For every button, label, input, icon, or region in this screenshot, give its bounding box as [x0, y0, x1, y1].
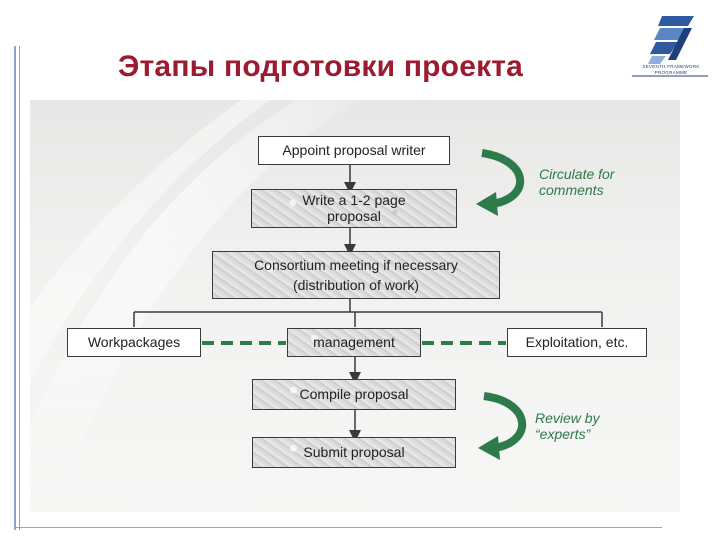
review-arrowhead-icon: [478, 436, 500, 460]
step-write-proposal: Write a 1-2 page proposal: [251, 189, 457, 228]
circulate-arrow-icon: [481, 149, 524, 208]
bottom-rule: [14, 527, 662, 528]
logo-line2: PROGRAMME: [654, 70, 688, 75]
left-rule-outer: [14, 46, 16, 530]
slide-title: Этапы подготовки проекта: [118, 50, 524, 83]
step-management: management: [287, 328, 421, 357]
step-exploitation: Exploitation, etc.: [507, 328, 647, 357]
step-consortium-meeting: Consortium meeting if necessary (distrib…: [212, 251, 500, 299]
background-swoosh: [30, 100, 358, 512]
logo-line1: SEVENTH FRAMEWORK: [642, 64, 700, 69]
circulate-arrowhead-icon: [476, 192, 498, 216]
step-workpackages: Workpackages: [67, 328, 201, 357]
step-appoint-writer: Appoint proposal writer: [258, 136, 450, 165]
flowchart-canvas: [30, 100, 603, 512]
flowchart-panel: Appoint proposal writer Write a 1-2 page…: [30, 100, 680, 512]
review-arrow-icon: [483, 392, 526, 452]
step-submit-proposal: Submit proposal: [252, 437, 456, 468]
fp7-logo-icon: [632, 16, 708, 77]
left-rule-inner: [19, 46, 20, 530]
note-review-experts: Review by “experts”: [535, 410, 600, 443]
step-compile-proposal: Compile proposal: [252, 379, 456, 410]
note-circulate-comments: Circulate for comments: [539, 166, 615, 199]
